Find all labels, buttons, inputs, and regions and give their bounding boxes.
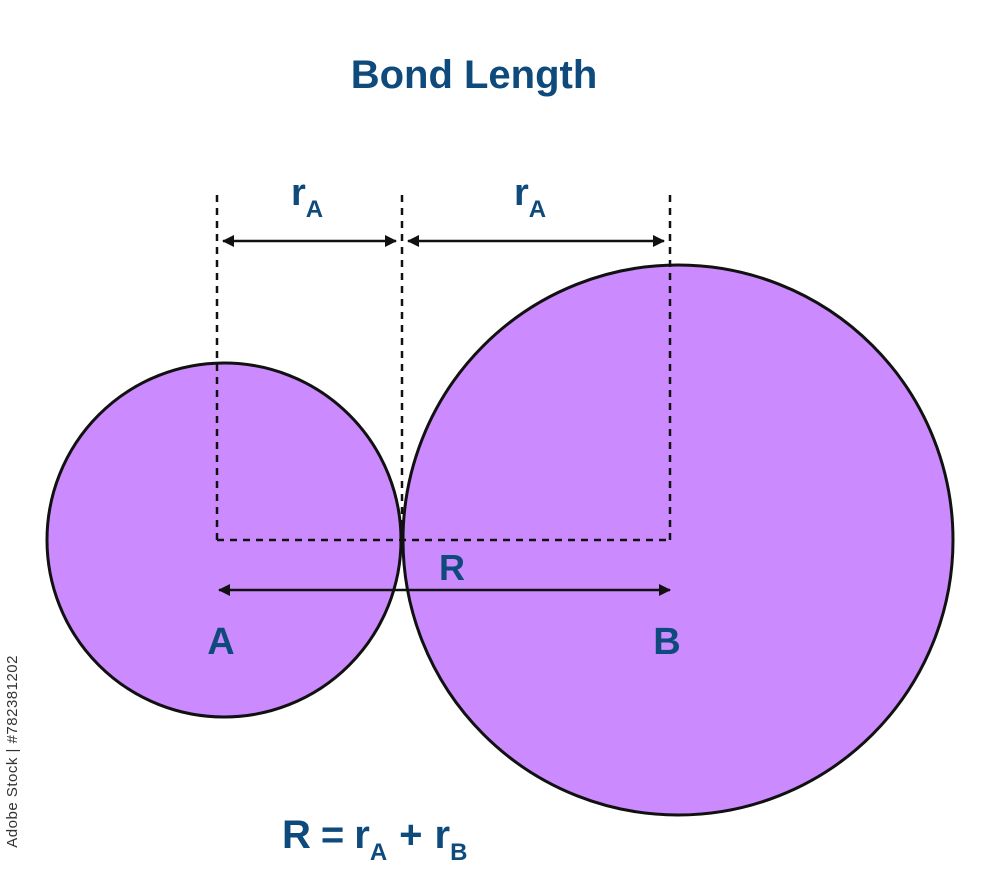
diagram-title: Bond Length [351,53,598,97]
bond-label: R [439,547,465,588]
radius-b-label: rA [514,172,546,223]
atom-a-label: A [207,621,234,663]
bond-length-equation: R=rA+rB [282,813,467,866]
atom-b-label: B [653,621,680,663]
radius-a-label: rA [291,172,323,223]
atom-b-circle [401,263,955,817]
stock-id-text: Adobe Stock | #782381202 [4,655,21,848]
